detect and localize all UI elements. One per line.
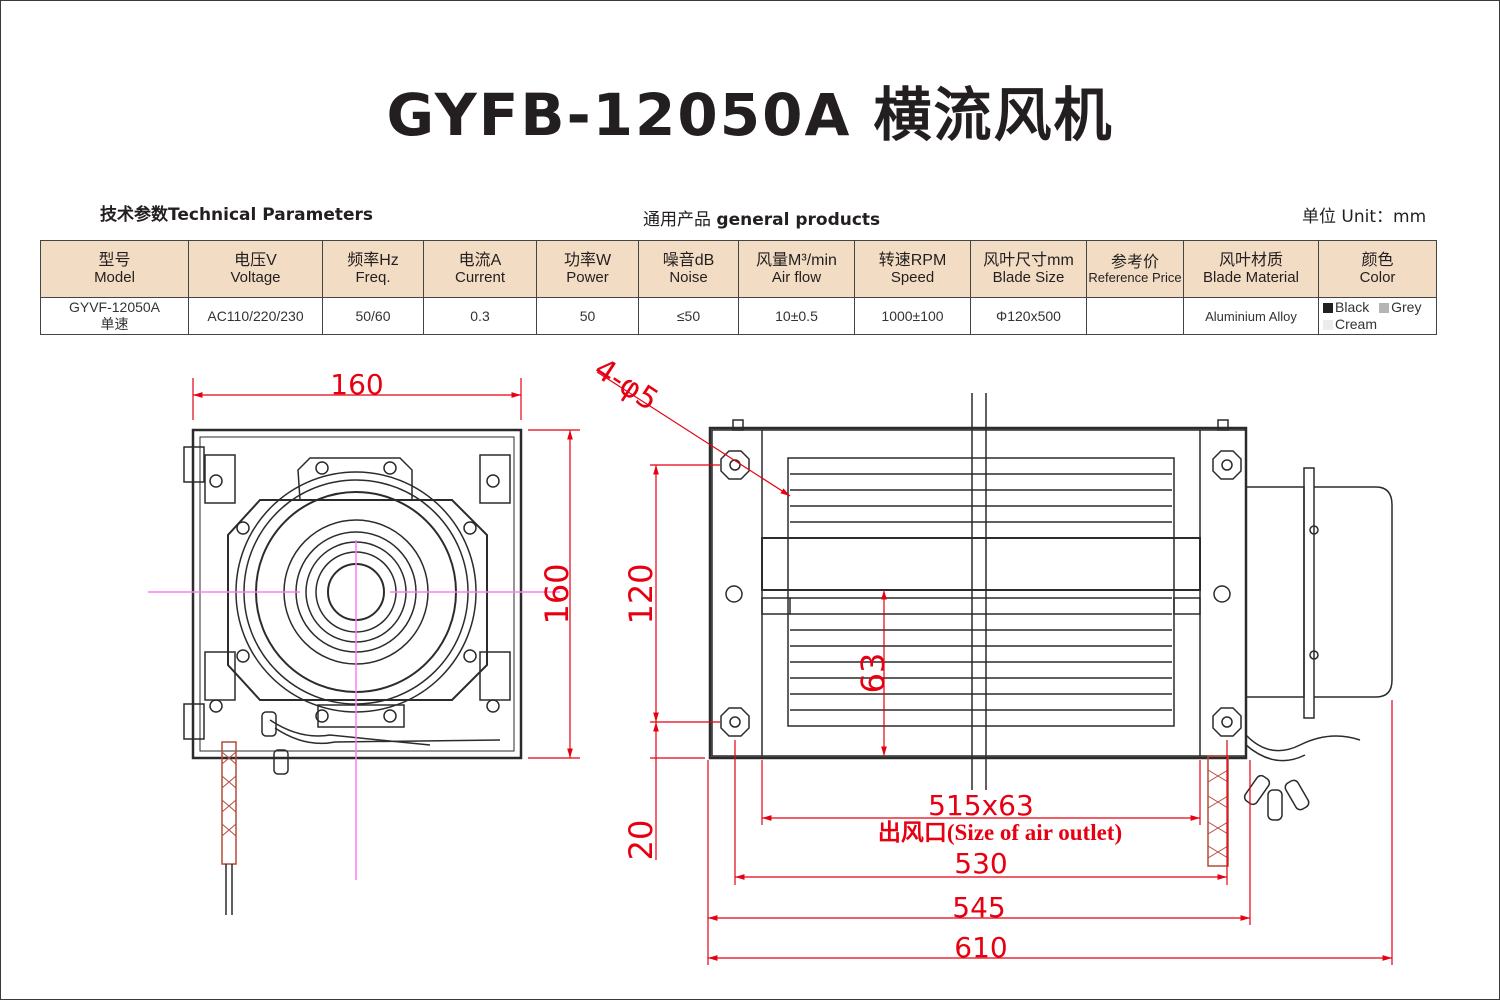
black-swatch	[1323, 303, 1333, 314]
cell-price	[1086, 297, 1184, 335]
cell-current: 0.3	[423, 297, 537, 335]
dim-total-length: 610	[954, 931, 1007, 964]
side-view	[183, 428, 523, 915]
dim-body-length: 545	[952, 891, 1005, 924]
dim-hole-spacing-h: 530	[954, 847, 1007, 880]
cream-swatch	[1323, 320, 1333, 331]
cell-color: Black Grey Cream	[1318, 297, 1437, 335]
tech-params-heading: 技术参数Technical Parameters	[100, 200, 373, 225]
unit-en: Unit：mm	[1341, 207, 1427, 227]
grey-swatch	[1379, 303, 1390, 314]
dim-outlet-height: 63	[854, 653, 892, 694]
dim-outlet-size: 515x63	[928, 789, 1034, 822]
front-dimensions	[596, 371, 1393, 965]
tech-params-en: Technical Parameters	[168, 205, 374, 225]
side-dimensions	[192, 378, 580, 759]
cell-voltage: AC110/220/230	[188, 297, 323, 335]
cell-material: Aluminium Alloy	[1183, 297, 1319, 335]
cell-blade-size: Φ120x500	[970, 297, 1087, 335]
dim-side-height: 160	[538, 563, 576, 624]
general-cn: 通用产品	[643, 210, 711, 230]
dim-side-width: 160	[330, 368, 383, 401]
unit-cn: 单位	[1302, 207, 1336, 227]
dim-base-offset: 20	[622, 820, 660, 861]
general-en: general products	[716, 210, 881, 230]
general-products-heading: 通用产品 general products	[643, 205, 880, 230]
cell-freq: 50/60	[322, 297, 424, 335]
cell-noise: ≤50	[638, 297, 739, 335]
tech-params-cn: 技术参数	[100, 205, 168, 225]
cell-power: 50	[536, 297, 639, 335]
page-title: GYFB-12050A 横流风机	[386, 81, 1114, 149]
dim-hole-spacing-v: 120	[622, 563, 660, 624]
cell-airflow: 10±0.5	[738, 297, 855, 335]
front-view	[708, 393, 1393, 867]
outlet-label: 出风口(Size of air outlet)	[878, 820, 1122, 845]
unit-label: 单位 Unit：mm	[1302, 202, 1426, 227]
center-marks	[148, 540, 560, 880]
